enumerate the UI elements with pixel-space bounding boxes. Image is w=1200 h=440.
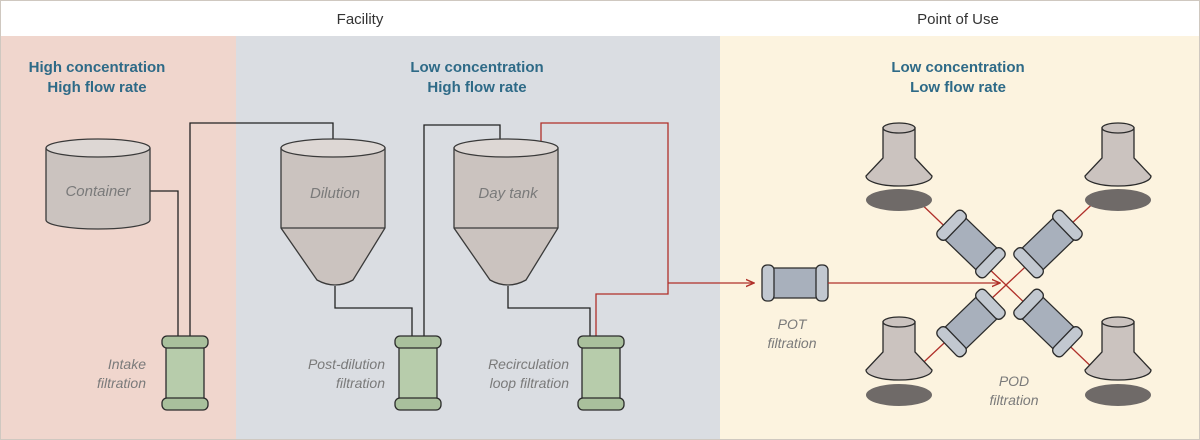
pot-filter (761, 264, 829, 302)
post-dilution-filter (394, 335, 442, 411)
intake-caption-line2: filtration (97, 375, 146, 391)
pou-tool-top-right (1084, 122, 1152, 211)
recirculation-caption-line1: Recirculation (488, 356, 569, 372)
zone2-title-line2: High flow rate (427, 79, 526, 96)
intake-caption-line1: Intake (108, 356, 146, 372)
header-facility: Facility (337, 11, 384, 28)
pod-filter-lower-left (936, 288, 1006, 358)
zone3-title-line1: Low concentration (891, 59, 1024, 76)
pod-caption-line1: POD (999, 373, 1029, 389)
pod-filter-upper-left (936, 209, 1006, 279)
dilution-tank (280, 138, 386, 286)
zone1-title-line1: High concentration (29, 59, 166, 76)
recirculation-filter (577, 335, 625, 411)
pod-filter-upper-right (1013, 209, 1083, 279)
pou-tool-top-left (865, 122, 933, 211)
intake-filter (161, 335, 209, 411)
post-dilution-caption-line1: Post-dilution (308, 356, 385, 372)
pou-tool-bottom-right (1084, 316, 1152, 406)
pot-caption-line1: POT (778, 316, 808, 332)
pot-caption-line2: filtration (767, 335, 816, 351)
dilution-label: Dilution (310, 185, 360, 202)
recirculation-caption-line2: loop filtration (490, 375, 570, 391)
day-tank-label: Day tank (478, 185, 539, 202)
pou-tool-bottom-left (865, 316, 933, 406)
post-dilution-caption-line2: filtration (336, 375, 385, 391)
recirculation-line (541, 122, 754, 338)
zone2-title-line1: Low concentration (410, 59, 543, 76)
container-vessel (45, 138, 151, 230)
day-tank (453, 138, 559, 286)
process-piping (150, 122, 591, 338)
header-bar (0, 0, 1200, 36)
zone3-title-line2: Low flow rate (910, 79, 1006, 96)
pod-caption-line2: filtration (989, 392, 1038, 408)
container-label: Container (65, 183, 131, 200)
zone1-title-line2: High flow rate (47, 79, 146, 96)
pod-filter-lower-right (1013, 288, 1083, 358)
header-point-of-use: Point of Use (917, 11, 999, 28)
